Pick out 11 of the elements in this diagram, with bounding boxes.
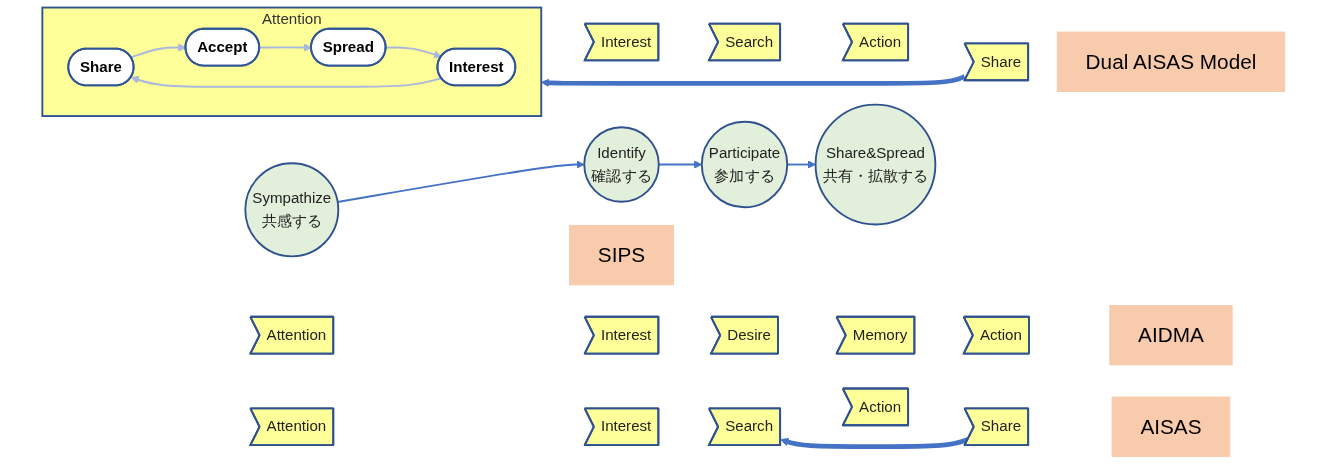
arrow xyxy=(385,46,442,59)
node-circle: Share&Spread 共有・拡散する xyxy=(814,103,937,226)
node-box: Dual AISAS Model xyxy=(1056,31,1286,92)
arrow xyxy=(780,437,969,449)
node-circle: Identify 確認する xyxy=(583,126,660,203)
arrow xyxy=(130,75,443,88)
node-circle: Participate 参加する xyxy=(700,120,789,209)
node-box: SIPS xyxy=(569,224,674,286)
node-box: AIDMA xyxy=(1109,305,1233,366)
node-circle: Sympathize 共感する xyxy=(244,162,340,258)
node-box: AISAS xyxy=(1111,396,1231,457)
